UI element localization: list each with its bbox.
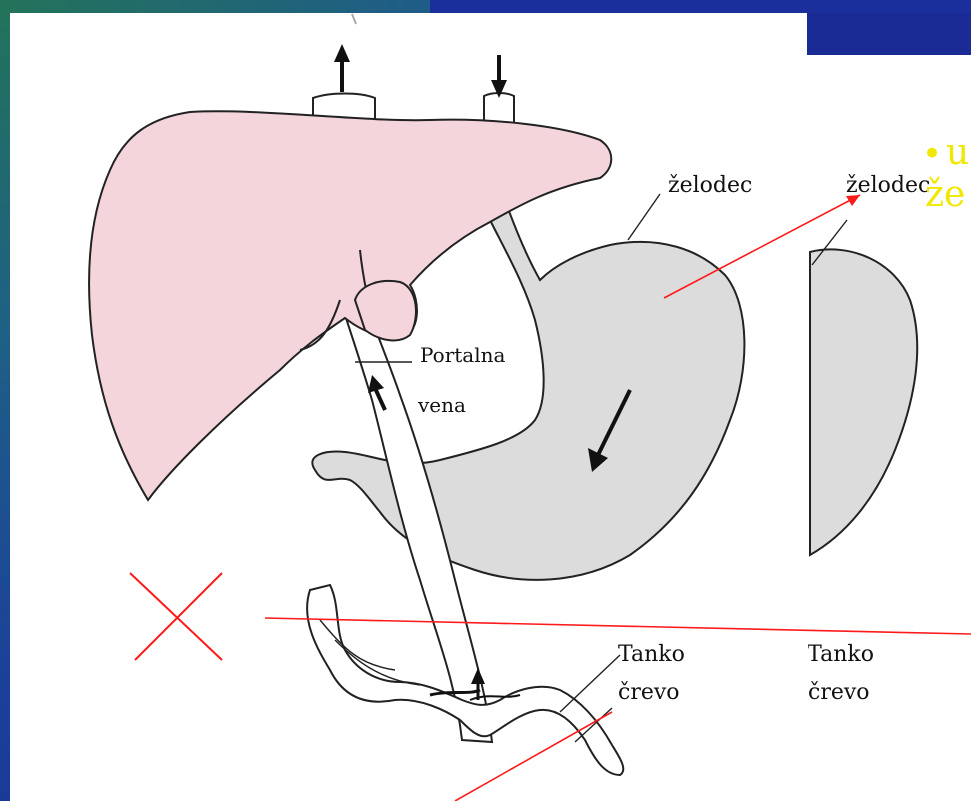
small-intestine-label-line1: Tanko bbox=[618, 642, 685, 667]
arrow-up-icon bbox=[334, 44, 350, 92]
portal-vein-label-line2: vena bbox=[418, 393, 466, 417]
bullet-symbol: • bbox=[922, 134, 942, 174]
bullet-text-line2: že bbox=[925, 174, 965, 215]
stomach-copy bbox=[810, 249, 917, 555]
small-intestine-label-copy-line1: Tanko bbox=[808, 642, 874, 667]
leader-line bbox=[560, 655, 620, 712]
small-intestine-label-copy-line2: črevo bbox=[808, 680, 870, 705]
portal-vein-label-line1: Portalna bbox=[420, 343, 505, 367]
x-mark-icon bbox=[130, 573, 222, 660]
red-pointer-line bbox=[265, 618, 971, 634]
leader-line bbox=[628, 194, 660, 240]
bullet-text-line1: u bbox=[946, 132, 969, 173]
stomach-label: želodec bbox=[668, 173, 752, 198]
arrow-down-icon bbox=[491, 55, 507, 98]
stomach-label-copy: želodec bbox=[846, 173, 930, 198]
scan-mark bbox=[352, 14, 356, 24]
small-intestine-label-line2: črevo bbox=[618, 680, 680, 705]
